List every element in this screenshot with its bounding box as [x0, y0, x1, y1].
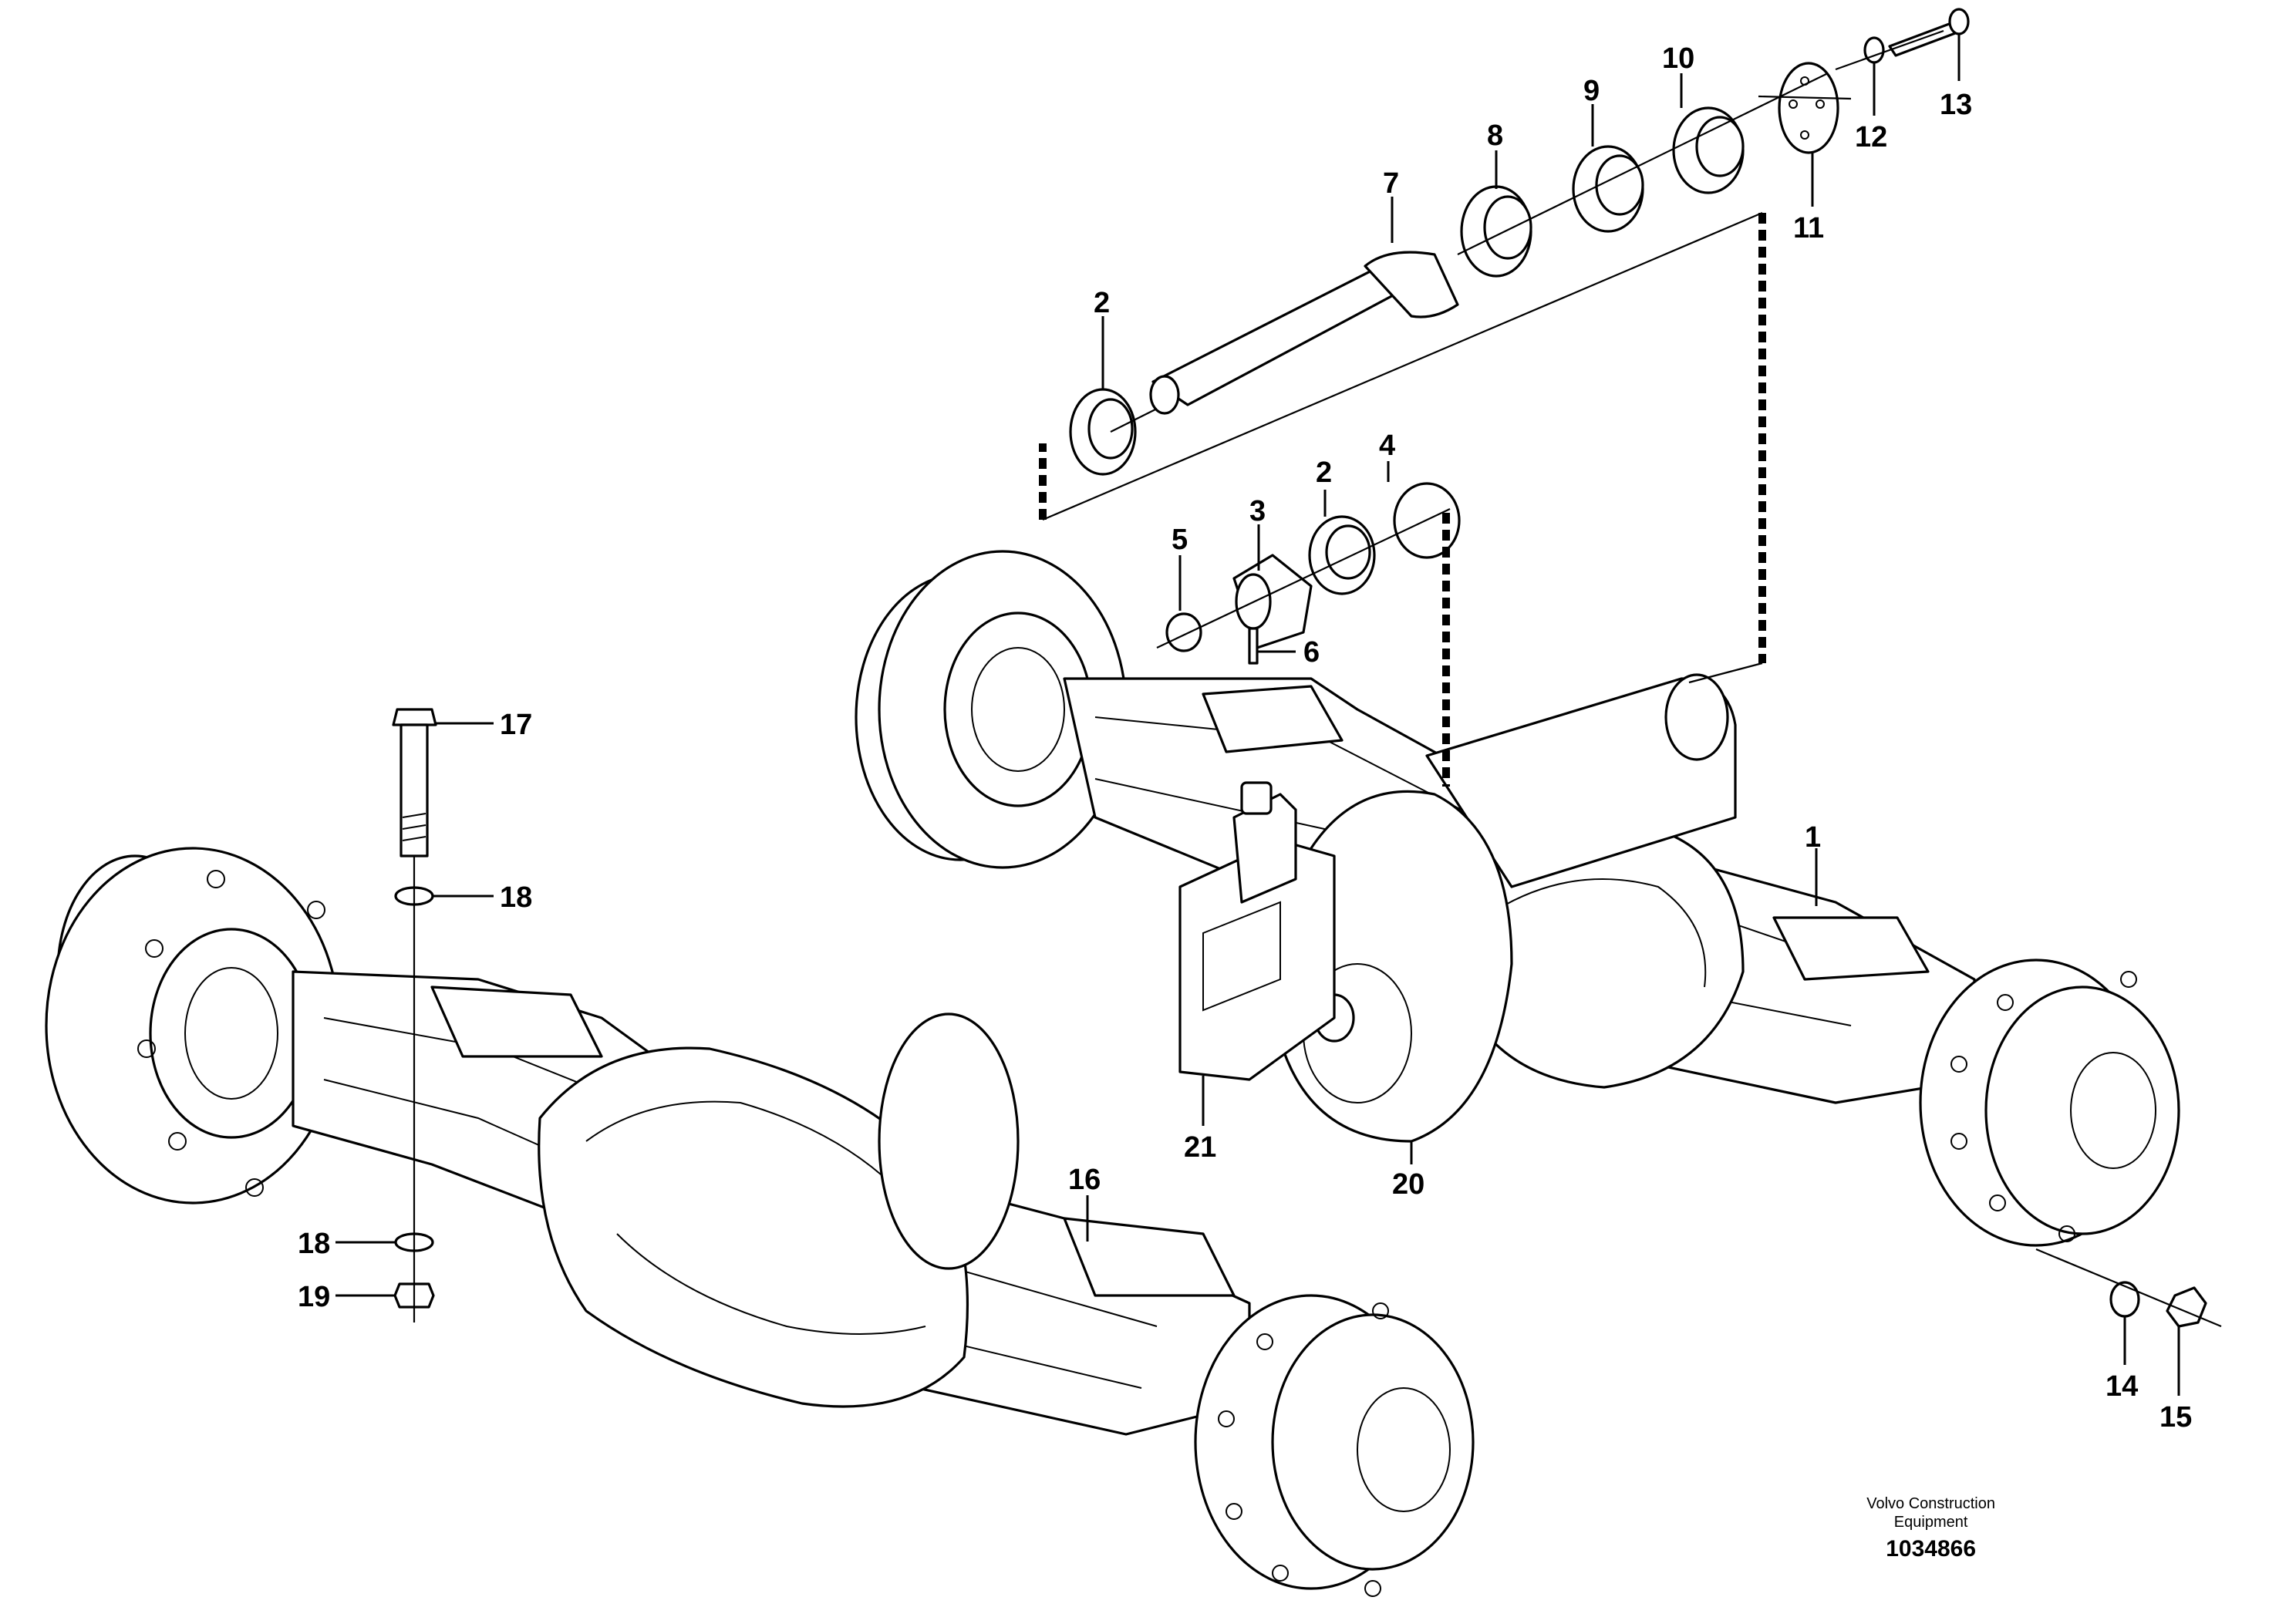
front-axle-assembly — [45, 847, 1475, 1597]
spring-pin — [1248, 627, 1259, 665]
callout-2-lower: 2 — [1316, 457, 1332, 489]
company-name-line1: Volvo Construction — [1866, 1495, 1995, 1512]
group-bracket-lines — [1039, 211, 1766, 787]
callout-21: 21 — [1184, 1131, 1216, 1164]
callout-leaders — [335, 35, 2180, 1396]
callout-16: 16 — [1068, 1164, 1101, 1196]
callout-18-lower: 18 — [298, 1228, 330, 1260]
callout-14: 14 — [2106, 1370, 2138, 1403]
bushing-9 — [1572, 145, 1644, 233]
callout-5: 5 — [1172, 524, 1188, 556]
callout-17: 17 — [500, 709, 532, 741]
circlip — [1165, 612, 1202, 652]
drawing-number: 1034866 — [1886, 1536, 1977, 1562]
seal-ring-lower — [1308, 515, 1376, 595]
rear-axle-assembly — [855, 550, 2180, 1247]
callout-8: 8 — [1487, 120, 1503, 152]
cover-plate — [1778, 62, 1839, 154]
sleeve-3 — [1232, 554, 1313, 649]
callout-9: 9 — [1583, 75, 1600, 107]
assembly-axis-lines — [413, 29, 2222, 1328]
callout-15: 15 — [2159, 1401, 2192, 1434]
callout-20: 20 — [1392, 1168, 1424, 1201]
washer-12 — [1863, 36, 1885, 64]
callout-6: 6 — [1303, 636, 1320, 669]
control-valve-block — [1178, 781, 1336, 1081]
callout-11: 11 — [1793, 212, 1824, 244]
company-name-line2: Equipment — [1893, 1514, 1968, 1531]
callout-13: 13 — [1940, 89, 1972, 121]
callout-19: 19 — [298, 1281, 330, 1313]
bolt-17 — [392, 708, 437, 857]
callout-2-upper: 2 — [1094, 287, 1110, 319]
callout-3: 3 — [1249, 495, 1266, 527]
callout-18-upper: 18 — [500, 881, 532, 914]
trunnion-shaft — [1149, 251, 1459, 415]
manufacturer-block: Volvo Construction Equipment 1034866 — [1866, 1494, 1995, 1562]
seal-ring-upper — [1069, 388, 1137, 476]
callout-12: 12 — [1855, 121, 1887, 153]
washer-14 — [2109, 1281, 2140, 1318]
callout-4: 4 — [1379, 430, 1395, 462]
callout-1: 1 — [1805, 821, 1821, 854]
callout-10: 10 — [1662, 42, 1694, 75]
callout-labels: 1 2 2 3 4 5 6 7 8 9 10 11 12 13 14 15 16… — [298, 42, 2192, 1434]
callout-7: 7 — [1383, 167, 1399, 200]
bolt-13 — [1888, 8, 1970, 57]
bushing-8 — [1460, 185, 1532, 278]
